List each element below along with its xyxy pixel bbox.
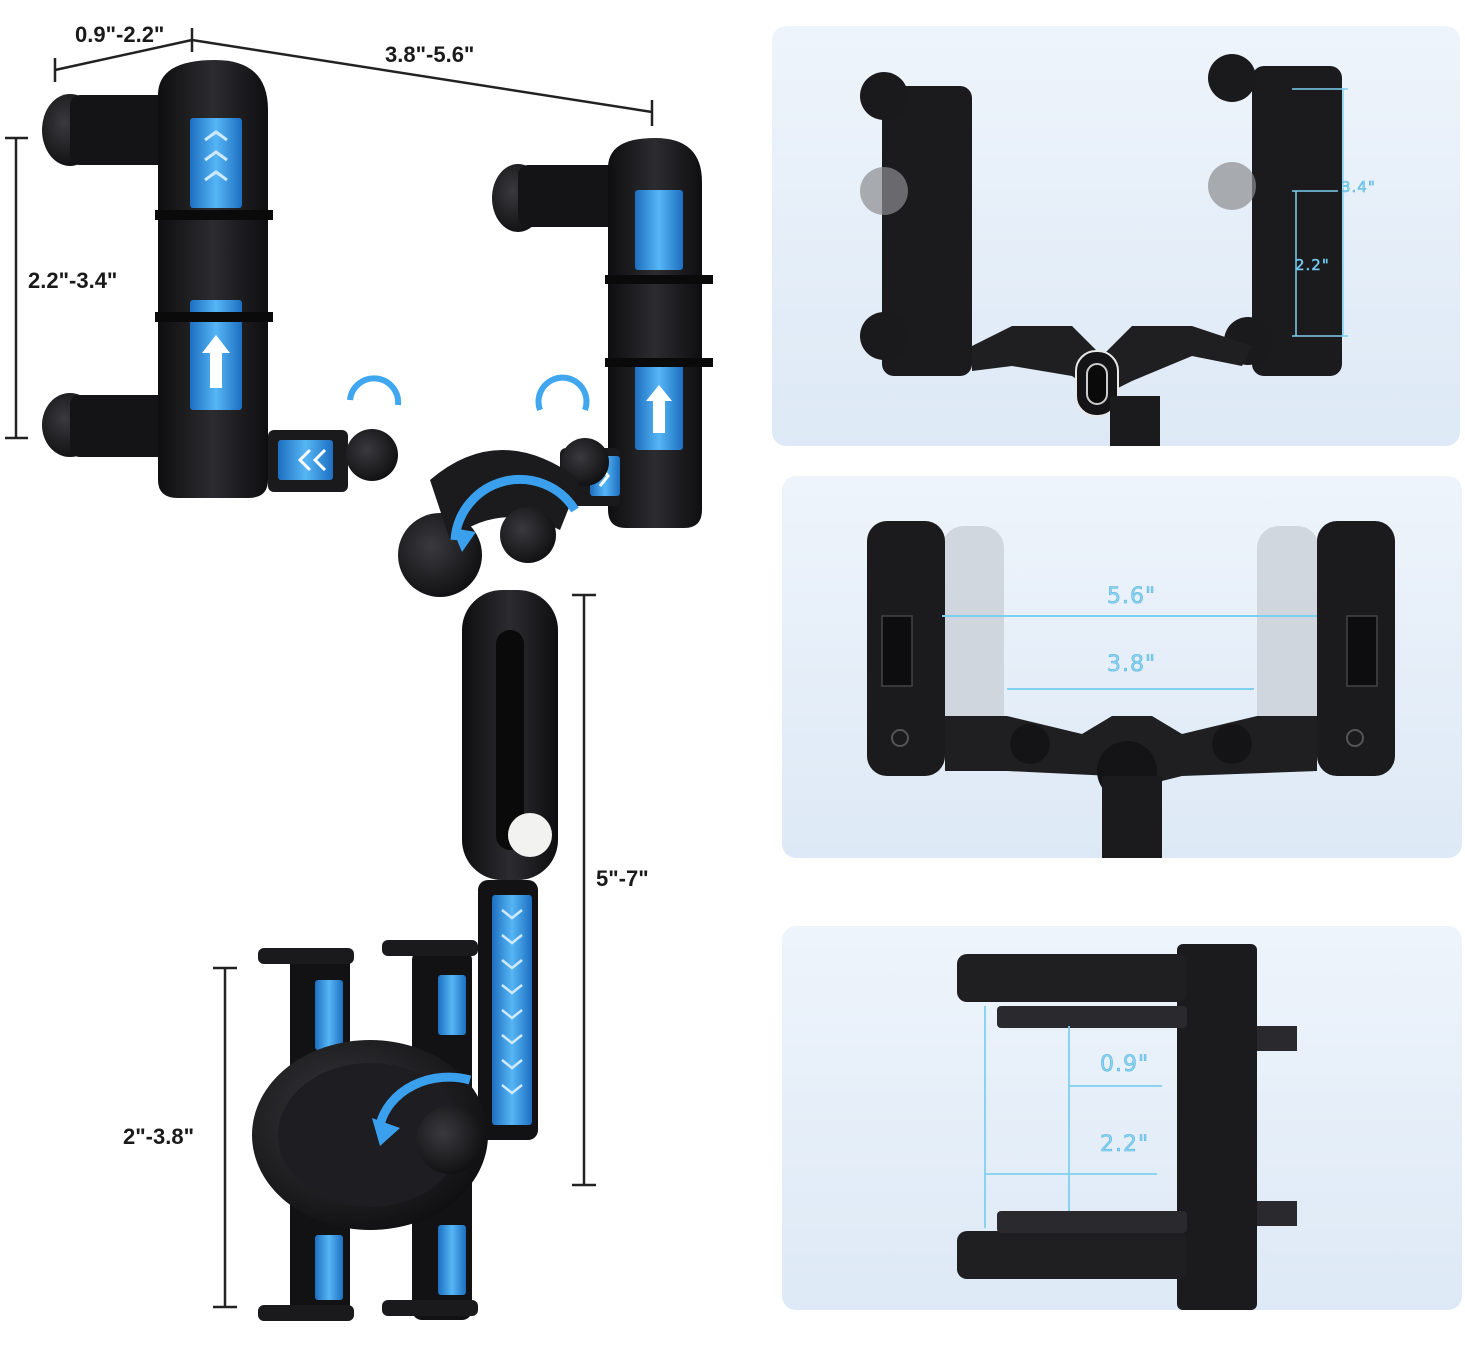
height-adjust-illustration xyxy=(860,54,1348,446)
max-width-label: 5.6" xyxy=(1107,584,1157,610)
min-width-label: 3.8" xyxy=(1107,652,1157,678)
min-depth-label: 0.9" xyxy=(1100,1052,1150,1078)
central-ball-joint xyxy=(398,450,580,597)
phone-width-range-label: 2"-3.8" xyxy=(123,1124,195,1149)
arm-length-range-label: 5"-7" xyxy=(596,866,649,891)
depth-adjust-panel: 0.9" 2.2" xyxy=(782,926,1462,1310)
depth-range-label: 0.9"-2.2" xyxy=(75,22,165,47)
left-mirror-clamp xyxy=(42,60,273,498)
phone-cradle xyxy=(252,940,488,1321)
width-adjust-illustration xyxy=(867,521,1395,858)
max-height-label: 3.4" xyxy=(1341,178,1376,197)
mount-illustration xyxy=(5,28,713,1321)
dimension-lines xyxy=(5,28,654,1309)
height-adjust-panel: 3.4" 2.2" xyxy=(772,26,1460,446)
main-product-view: 0.9"-2.2" 3.8"-5.6" 2.2"-3.4" 5"-7" 2"-3… xyxy=(5,22,713,1321)
width-adjust-panel: 5.6" 3.8" xyxy=(782,476,1462,858)
min-height-label: 2.2" xyxy=(1295,256,1330,275)
upper-height-range-label: 2.2"-3.4" xyxy=(28,268,118,293)
depth-adjust-illustration xyxy=(957,944,1297,1310)
right-mirror-clamp xyxy=(492,138,713,528)
width-range-label: 3.8"-5.6" xyxy=(385,42,475,67)
max-depth-label: 2.2" xyxy=(1100,1132,1150,1158)
